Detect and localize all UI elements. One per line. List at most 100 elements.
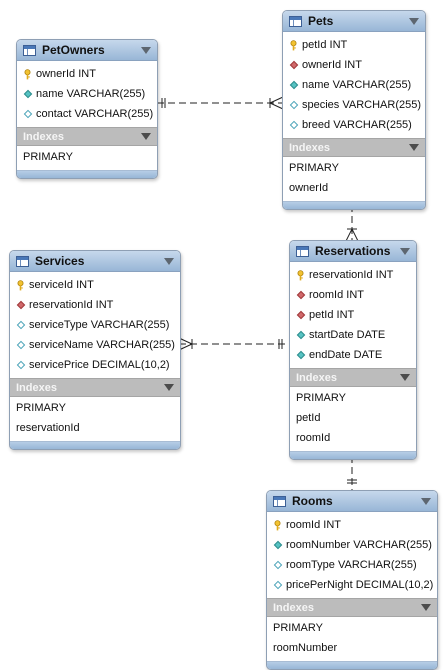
column-icon [16,340,25,351]
column-label: roomNumber VARCHAR(255) [286,539,432,551]
column-row[interactable]: endDate DATE [290,345,416,365]
indexes-header[interactable]: Indexes [267,598,437,617]
column-row[interactable]: roomId INT [290,285,416,305]
foreign-key-icon [296,310,305,321]
column-list: petId INT ownerId INT name VARCHAR(255)spe… [283,32,425,138]
collapse-toggle-icon[interactable] [421,497,431,505]
column-row[interactable]: petId INT [290,305,416,325]
column-label: serviceType VARCHAR(255) [29,319,170,331]
column-label: serviceId INT [29,279,94,291]
index-row[interactable]: petId [296,412,321,424]
collapse-indexes-icon[interactable] [164,384,174,391]
collapse-toggle-icon[interactable] [409,17,419,25]
indexes-header[interactable]: Indexes [290,368,416,387]
column-row[interactable]: serviceName VARCHAR(255) [10,335,180,355]
column-row[interactable]: contact VARCHAR(255) [17,104,157,124]
table-name: Pets [308,14,334,28]
index-row[interactable]: PRIMARY [273,622,323,634]
indexes-label: Indexes [289,141,330,154]
column-label: petId INT [309,309,355,321]
index-row[interactable]: roomId [296,432,331,444]
collapse-toggle-icon[interactable] [164,257,174,265]
column-list: roomId INT roomNumber VARCHAR(255) roomTyp… [267,512,437,598]
column-row[interactable]: species VARCHAR(255) [283,95,425,115]
collapse-indexes-icon[interactable] [400,374,410,381]
column-label: serviceName VARCHAR(255) [29,339,175,351]
collapse-toggle-icon[interactable] [141,46,151,54]
column-row[interactable]: roomId INT [267,515,437,535]
column-icon [273,560,282,571]
column-row[interactable]: name VARCHAR(255) [283,75,425,95]
table-footer [283,201,425,209]
column-list: serviceId INT reservationId INT serviceTyp… [10,272,180,378]
column-row[interactable]: reservationId INT [290,265,416,285]
column-list: reservationId INT roomId INT petId INT star… [290,262,416,368]
column-label: roomType VARCHAR(255) [286,559,417,571]
index-row[interactable]: roomNumber [273,642,338,654]
index-row[interactable]: PRIMARY [296,392,346,404]
index-row[interactable]: PRIMARY [289,162,339,174]
foreign-key-icon [16,300,25,311]
column-row[interactable]: serviceId INT [10,275,180,295]
index-list: PRIMARY [17,146,157,170]
table-header[interactable]: PetOwners [17,40,157,61]
column-row[interactable]: ownerId INT [283,55,425,75]
indexes-header[interactable]: Indexes [10,378,180,397]
table-header[interactable]: Reservations [290,241,416,262]
primary-key-icon [273,519,282,531]
index-row[interactable]: PRIMARY [16,402,66,414]
index-row[interactable]: ownerId [289,182,329,194]
column-icon [16,320,25,331]
column-label: reservationId INT [309,269,394,281]
indexes-header[interactable]: Indexes [283,138,425,157]
column-row[interactable]: startDate DATE [290,325,416,345]
collapse-indexes-icon[interactable] [409,144,419,151]
indexed-column-icon [289,80,298,91]
indexed-column-icon [296,330,305,341]
column-label: roomId INT [286,519,342,531]
indexed-column-icon [23,89,32,100]
column-row[interactable]: petId INT [283,35,425,55]
collapse-indexes-icon[interactable] [421,604,431,611]
collapse-toggle-icon[interactable] [400,247,410,255]
column-icon [273,580,282,591]
index-list: PRIMARY reservationId [10,397,180,441]
column-row[interactable]: roomType VARCHAR(255) [267,555,437,575]
column-row[interactable]: servicePrice DECIMAL(10,2) [10,355,180,375]
index-row[interactable]: reservationId [16,422,80,434]
table-pets[interactable]: Pets petId INT ownerId INT name VARCHAR(25… [282,10,426,210]
table-name: Reservations [315,244,391,258]
column-row[interactable]: name VARCHAR(255) [17,84,157,104]
table-header[interactable]: Rooms [267,491,437,512]
collapse-indexes-icon[interactable] [141,133,151,140]
indexes-header[interactable]: Indexes [17,127,157,146]
table-footer [290,451,416,459]
column-icon [16,360,25,371]
column-label: ownerId INT [302,59,362,71]
table-icon [23,44,36,56]
column-label: breed VARCHAR(255) [302,119,412,131]
table-name: PetOwners [42,43,105,57]
column-row[interactable]: pricePerNight DECIMAL(10,2) [267,575,437,595]
table-header[interactable]: Pets [283,11,425,32]
table-icon [296,245,309,257]
table-footer [267,661,437,669]
column-icon [289,120,298,131]
table-reservations[interactable]: Reservations reservationId INT roomId INT… [289,240,417,460]
column-row[interactable]: serviceType VARCHAR(255) [10,315,180,335]
column-row[interactable]: ownerId INT [17,64,157,84]
indexes-label: Indexes [273,601,314,614]
table-name: Services [35,254,85,268]
column-row[interactable]: breed VARCHAR(255) [283,115,425,135]
column-label: petId INT [302,39,348,51]
table-header[interactable]: Services [10,251,180,272]
column-row[interactable]: roomNumber VARCHAR(255) [267,535,437,555]
relationship-petowners-pets [157,96,284,110]
column-row[interactable]: reservationId INT [10,295,180,315]
table-icon [16,255,29,267]
index-row[interactable]: PRIMARY [23,151,73,163]
